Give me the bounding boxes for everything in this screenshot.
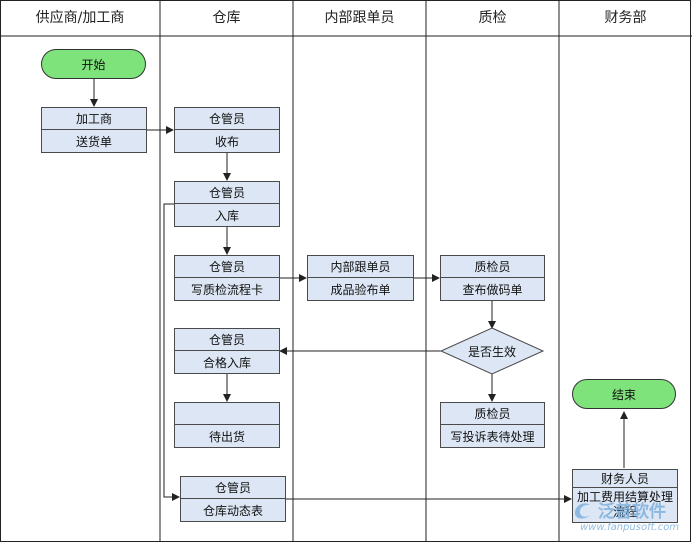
- receive-box: 仓管员 收布: [174, 107, 280, 153]
- arrow-stockin-to-inventory: [163, 203, 180, 501]
- lane-header-follow-up: 内部跟单员: [324, 10, 395, 26]
- qc-check-box: 质检员 查布做码单: [440, 255, 545, 301]
- box-role: 仓管员: [181, 477, 285, 499]
- start-terminal: 开始: [41, 49, 146, 79]
- lane-header-supplier: 供应商/加工商: [35, 10, 125, 26]
- decision-label: 是否生效: [467, 344, 516, 359]
- box-task: 写质检流程卡: [190, 282, 263, 297]
- lane-header-warehouse: 仓库: [212, 10, 241, 26]
- box-task: 查布做码单: [462, 282, 523, 297]
- qc-form-box: 仓管员 写质检流程卡: [174, 255, 280, 301]
- watermark-url: www.fanpusoft.com: [580, 522, 680, 533]
- box-role: 仓管员: [175, 108, 279, 130]
- box-task: 收布: [214, 134, 239, 149]
- box-task: 待出货: [208, 429, 245, 444]
- watermark-logo: 泛普软件 www.fanpusoft.com: [572, 497, 688, 537]
- box-role: 仓管员: [175, 256, 279, 278]
- box-task: 送货单: [75, 134, 112, 149]
- box-task: 仓库动态表: [202, 503, 263, 518]
- stock-in-box: 仓管员 入库: [174, 181, 280, 227]
- box-task: 成品验布单: [330, 282, 391, 297]
- lane-header-quality: 质检: [478, 10, 507, 26]
- finance-box: 财务人员 加工费用结算处理流程: [572, 469, 678, 523]
- box-role: [175, 403, 279, 425]
- qualified-in-box: 仓管员 合格入库: [174, 328, 280, 374]
- end-terminal: 结束: [572, 379, 676, 409]
- box-task: 写投诉表待处理: [450, 429, 535, 444]
- follow-up-box: 内部跟单员 成品验布单: [307, 255, 414, 301]
- complaint-box: 质检员 写投诉表待处理: [440, 402, 545, 448]
- inventory-box: 仓管员 仓库动态表: [180, 476, 286, 522]
- lane-header-finance: 财务部: [604, 10, 647, 26]
- watermark-brand: 泛普软件: [598, 502, 666, 522]
- box-task: 合格入库: [202, 355, 251, 370]
- decision-diamond: [439, 327, 545, 375]
- box-role: 内部跟单员: [308, 256, 413, 278]
- box-role: 质检员: [441, 256, 544, 278]
- supplier-delivery-box: 加工商 送货单: [41, 107, 147, 153]
- pending-ship-box: 待出货: [174, 402, 280, 448]
- box-role: 质检员: [441, 403, 544, 425]
- brand-swirl-icon: [575, 503, 590, 519]
- box-task: 加工费用结算处理流程: [576, 490, 673, 519]
- box-role: 仓管员: [175, 182, 279, 204]
- box-role: 加工商: [42, 108, 146, 130]
- box-role: 财务人员: [573, 470, 677, 488]
- box-role: 仓管员: [175, 329, 279, 351]
- box-task: 入库: [214, 208, 239, 223]
